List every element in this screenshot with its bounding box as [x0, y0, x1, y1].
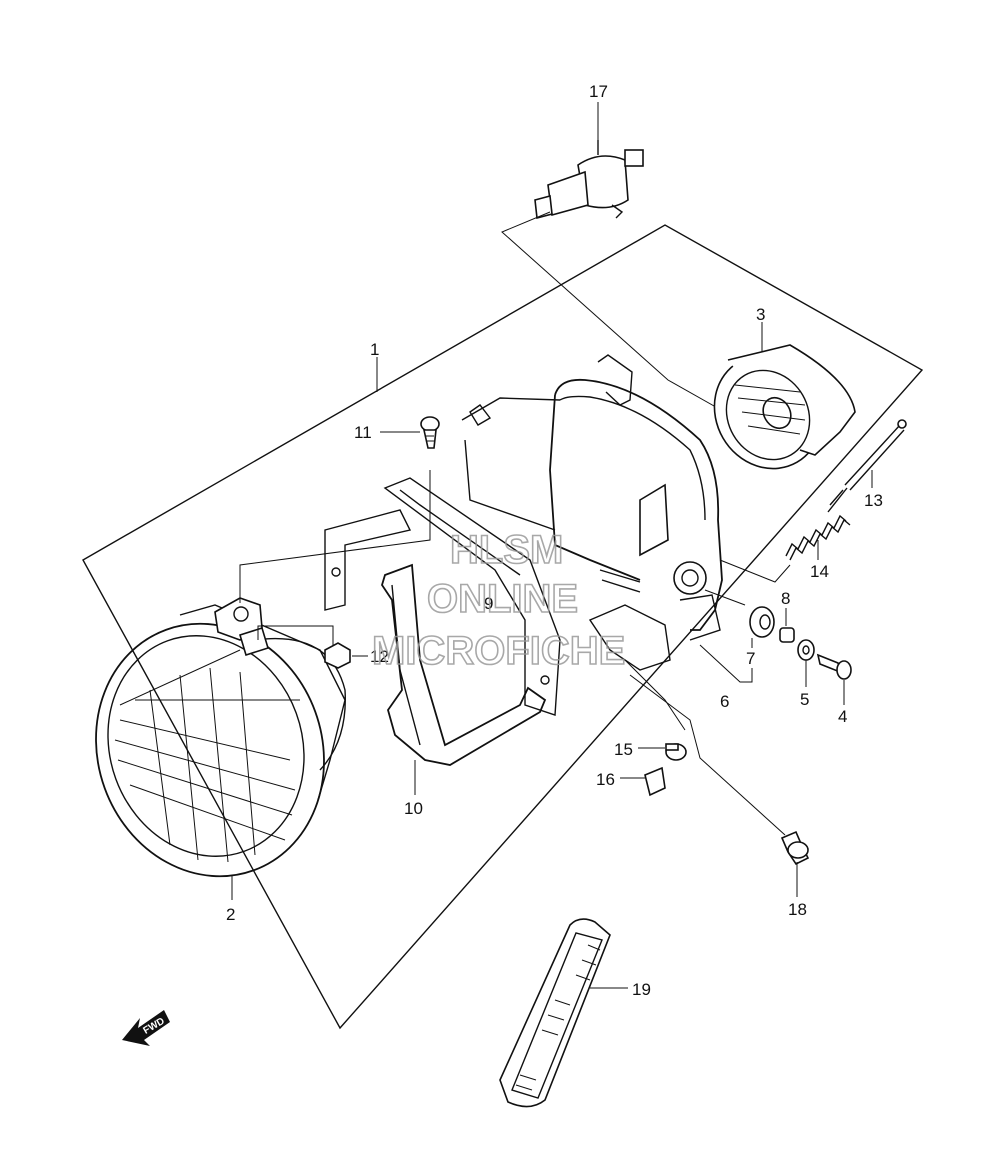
spring-leader — [719, 559, 791, 583]
spring-drawing — [785, 514, 851, 561]
adjuster-leader — [704, 589, 746, 606]
assembly-outline — [82, 224, 924, 1030]
nut-drawing — [324, 642, 351, 669]
housing-frame-drawing — [461, 354, 723, 671]
watermark-line-3: MICROFICHE — [372, 629, 625, 673]
part-label-16: 16 — [596, 770, 615, 789]
part-label-19: 19 — [632, 980, 651, 999]
screw-drawing — [816, 653, 852, 680]
part-label-13: 13 — [864, 491, 883, 510]
part-label-18: 18 — [788, 900, 807, 919]
part-label-10: 10 — [404, 799, 423, 818]
collar-drawing — [779, 627, 795, 643]
fwd-label: FWD — [141, 1016, 166, 1037]
part-label-2: 2 — [226, 905, 235, 924]
part-label-5: 5 — [800, 690, 809, 709]
washer-drawing — [797, 639, 815, 661]
bulb-drawing — [534, 140, 644, 220]
headlamp-tab-leader — [239, 470, 431, 603]
screw11-drawing — [420, 416, 440, 449]
part-label-15: 15 — [614, 740, 633, 759]
bolt-leader — [629, 674, 786, 836]
nut15-drawing — [665, 743, 687, 761]
reflex-reflector-drawing — [499, 918, 611, 1108]
part-label-9: 9 — [484, 594, 493, 613]
bracket-drawing — [324, 477, 561, 766]
bolt-drawing — [780, 830, 810, 866]
reflector-drawing — [713, 344, 856, 470]
part-label-8: 8 — [781, 589, 790, 608]
part-label-7: 7 — [746, 649, 755, 668]
pin-drawing — [644, 766, 666, 797]
fwd-arrow-icon: FWD — [122, 1010, 170, 1046]
watermark-line-1: HLSM — [450, 528, 563, 572]
nut-leader — [257, 625, 334, 645]
part-label-11: 11 — [354, 423, 372, 442]
grommet-drawing — [749, 606, 775, 638]
bulb-leader — [501, 211, 731, 416]
part-label-3: 3 — [756, 305, 765, 324]
watermark: HLSM ONLINE MICROFICHE — [371, 527, 626, 674]
part-label-6: 6 — [720, 692, 729, 711]
bracket-set-leader — [699, 644, 753, 683]
part-label-17: 17 — [589, 82, 608, 101]
watermark-line-2: ONLINE — [427, 577, 578, 621]
part-label-12: 12 — [370, 647, 389, 666]
headlamp-unit-drawing — [95, 597, 346, 878]
part-label-1: 1 — [370, 340, 379, 359]
adjusting-screw-drawing — [827, 419, 907, 513]
part-label-14: 14 — [810, 562, 829, 581]
nut15-leader — [624, 659, 686, 731]
part-label-4: 4 — [838, 707, 847, 726]
